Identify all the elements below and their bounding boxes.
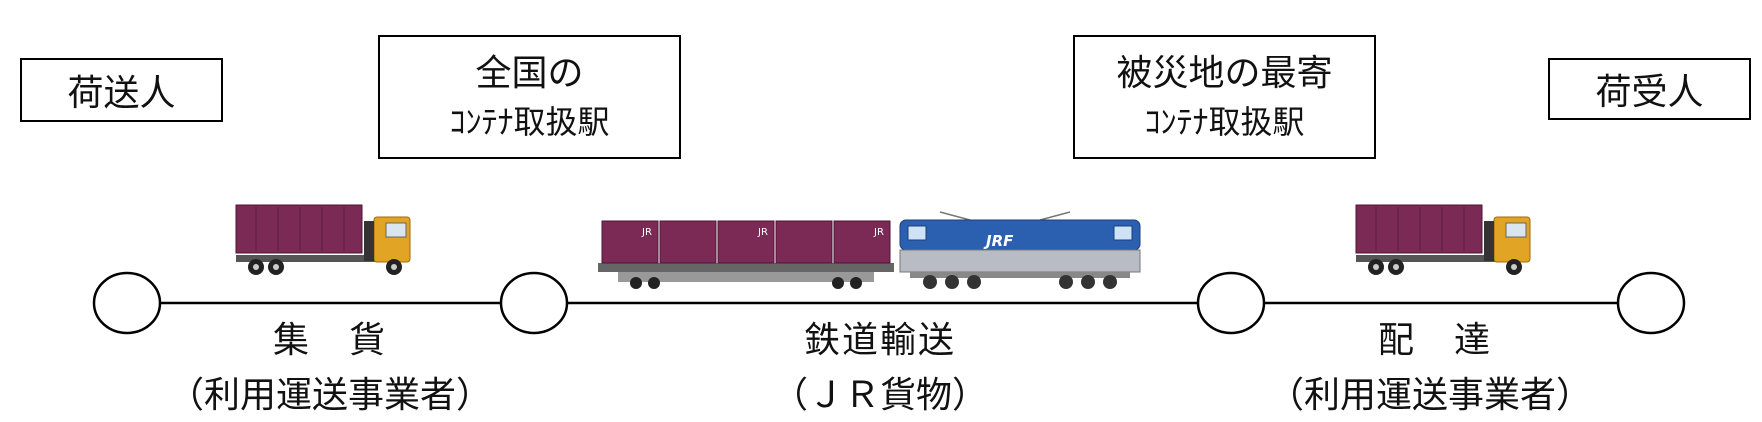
origin-station-line1: 全国の xyxy=(475,52,584,94)
shipper-box: 荷送人 xyxy=(20,58,223,122)
destination-station-line1: 被災地の最寄 xyxy=(1116,52,1333,94)
wagon-containers xyxy=(601,220,891,264)
origin-station-box: 全国の ｺﾝﾃﾅ取扱駅 xyxy=(378,35,681,159)
destination-station-box: 被災地の最寄 ｺﾝﾃﾅ取扱駅 xyxy=(1073,35,1376,159)
collection-label: 集 貨 xyxy=(272,320,387,361)
shipper-node xyxy=(92,271,162,335)
freight-wagon: JR JR JR xyxy=(598,220,894,289)
locomotive-logo: JRF xyxy=(983,232,1014,250)
delivery-operator: （利用運送事業者） xyxy=(1267,375,1592,416)
rail-label: 鉄道輸送 xyxy=(803,320,956,361)
collection-operator: （利用運送事業者） xyxy=(167,375,492,416)
origin-station-node xyxy=(499,271,569,335)
delivery-label: 配 達 xyxy=(1377,320,1492,361)
rail-operator: （ＪＲ貨物） xyxy=(771,375,988,416)
receiver-box: 荷受人 xyxy=(1548,58,1751,120)
shipper-label: 荷送人 xyxy=(67,73,176,114)
electric-locomotive: JRF xyxy=(899,211,1141,289)
receiver-node xyxy=(1616,271,1686,335)
destination-station-node xyxy=(1196,271,1266,335)
origin-station-line2: ｺﾝﾃﾅ取扱駅 xyxy=(449,102,610,141)
wagon-logo: JR xyxy=(873,227,884,238)
delivery-truck xyxy=(1355,204,1531,275)
wagon-logo: JR xyxy=(757,227,768,238)
receiver-label: 荷受人 xyxy=(1595,72,1704,113)
wagon-logo: JR xyxy=(641,227,652,238)
collection-truck xyxy=(235,204,411,275)
destination-station-line2: ｺﾝﾃﾅ取扱駅 xyxy=(1144,102,1305,141)
